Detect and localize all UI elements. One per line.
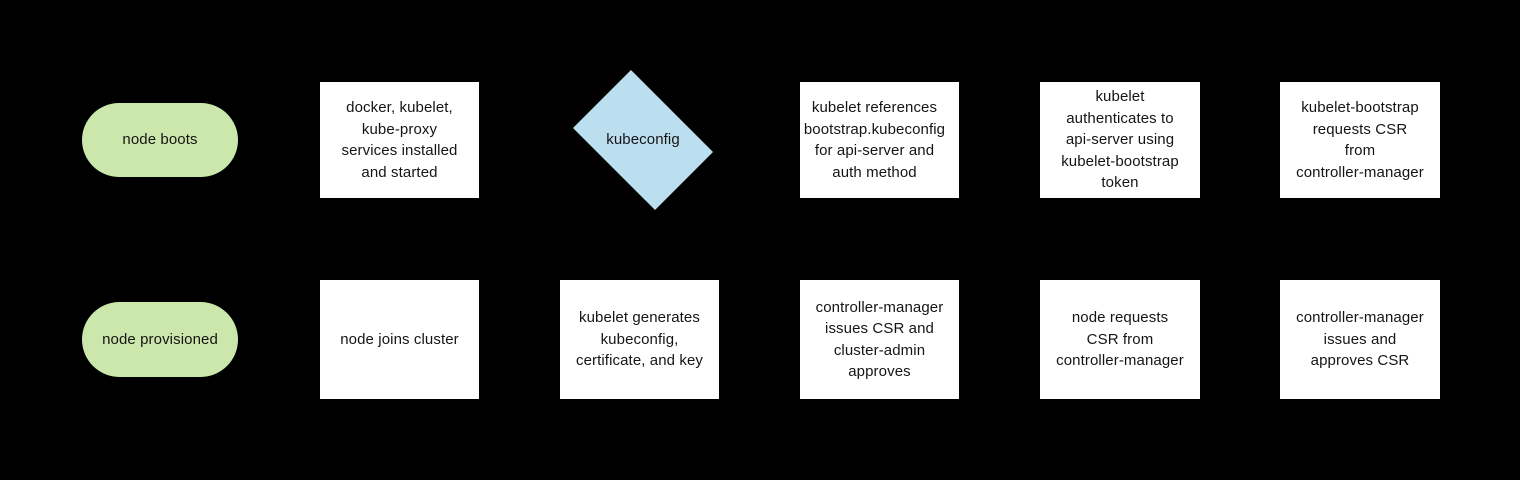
flow-node-node-joins-cluster[interactable]: node joins cluster	[320, 280, 479, 399]
flow-node-label: kubeconfig	[606, 131, 680, 149]
flow-node-label: node requests CSR from controller-manage…	[1056, 309, 1184, 370]
flow-node-label: kubelet-bootstrap requests CSR from cont…	[1296, 99, 1424, 181]
flow-node-node-provisioned[interactable]: node provisioned	[82, 302, 238, 377]
flow-node-bootstrap-requests-csr[interactable]: kubelet-bootstrap requests CSR from cont…	[1280, 82, 1440, 198]
flow-node-services-installed[interactable]: docker, kubelet, kube-proxy services ins…	[320, 82, 479, 198]
flow-node-label: node provisioned	[102, 330, 218, 348]
flow-node-controller-manager-issues-csr[interactable]: controller-manager issues CSR and cluste…	[800, 280, 959, 399]
flow-node-controller-manager-approves[interactable]: controller-manager issues and approves C…	[1280, 280, 1440, 399]
flow-node-kubeconfig[interactable]: kubeconfig	[563, 69, 723, 211]
flow-node-label: controller-manager issues CSR and cluste…	[815, 298, 944, 381]
flow-node-kubelet-generates[interactable]: kubelet generates kubeconfig, certificat…	[560, 280, 719, 399]
flow-node-kubelet-authenticates[interactable]: kubelet authenticates to api-server usin…	[1040, 82, 1200, 198]
flow-node-node-boots[interactable]: node boots	[82, 103, 238, 177]
flow-node-label: kubelet generates kubeconfig, certificat…	[575, 309, 704, 370]
flow-node-label: kubelet references bootstrap.kubeconfig …	[803, 99, 946, 181]
flow-node-kubelet-references-bootstrap[interactable]: kubelet references bootstrap.kubeconfig …	[800, 82, 959, 198]
flow-node-label: node boots	[122, 131, 198, 149]
flow-node-label: controller-manager issues and approves C…	[1296, 309, 1424, 370]
flow-node-label: node joins cluster	[340, 330, 459, 348]
flow-node-label: kubelet authenticates to api-server usin…	[1061, 88, 1179, 192]
flow-node-node-requests-csr[interactable]: node requests CSR from controller-manage…	[1040, 280, 1200, 399]
flow-node-label: docker, kubelet, kube-proxy services ins…	[341, 99, 458, 181]
